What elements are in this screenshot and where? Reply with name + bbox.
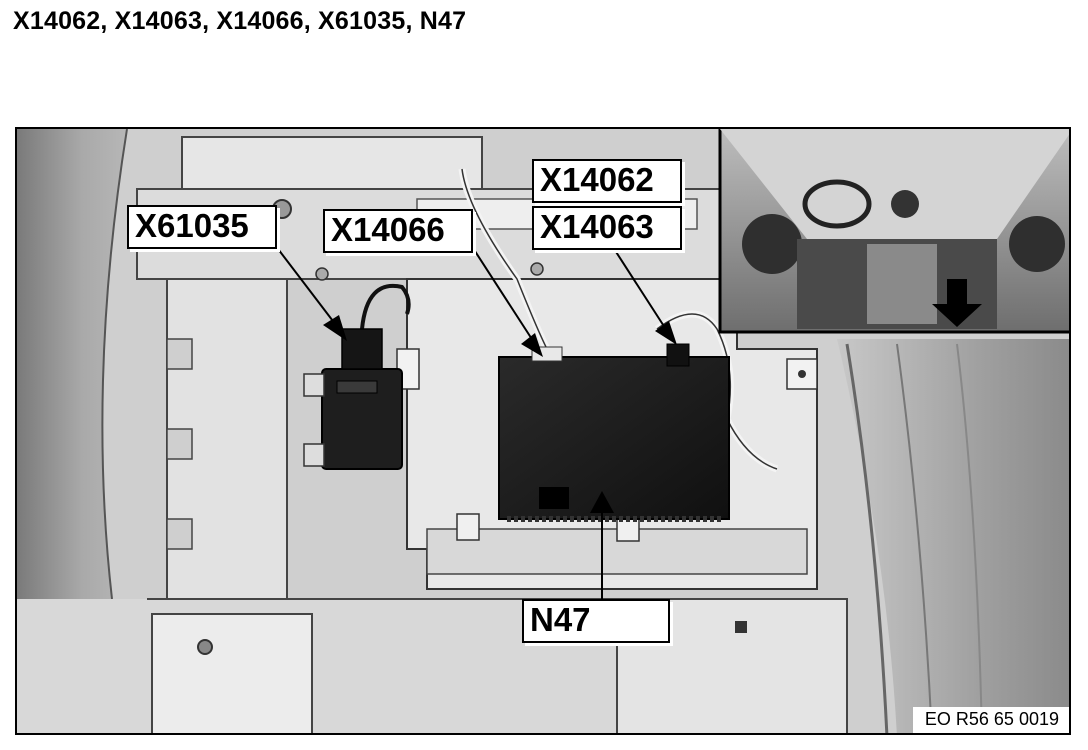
callout-x14066: X14066 xyxy=(323,209,473,253)
page-title: X14062, X14063, X14066, X61035, N47 xyxy=(13,7,467,35)
callout-n47: N47 xyxy=(522,599,670,643)
overview-inset xyxy=(718,129,1069,334)
component-location-illustration: X61035 X14066 X14062 X14063 N47 EO R56 6… xyxy=(15,127,1071,735)
callout-x14062: X14062 xyxy=(532,159,682,203)
reference-code: EO R56 65 0019 xyxy=(912,707,1069,733)
callout-x14063: X14063 xyxy=(532,206,682,250)
callout-x61035: X61035 xyxy=(127,205,277,249)
